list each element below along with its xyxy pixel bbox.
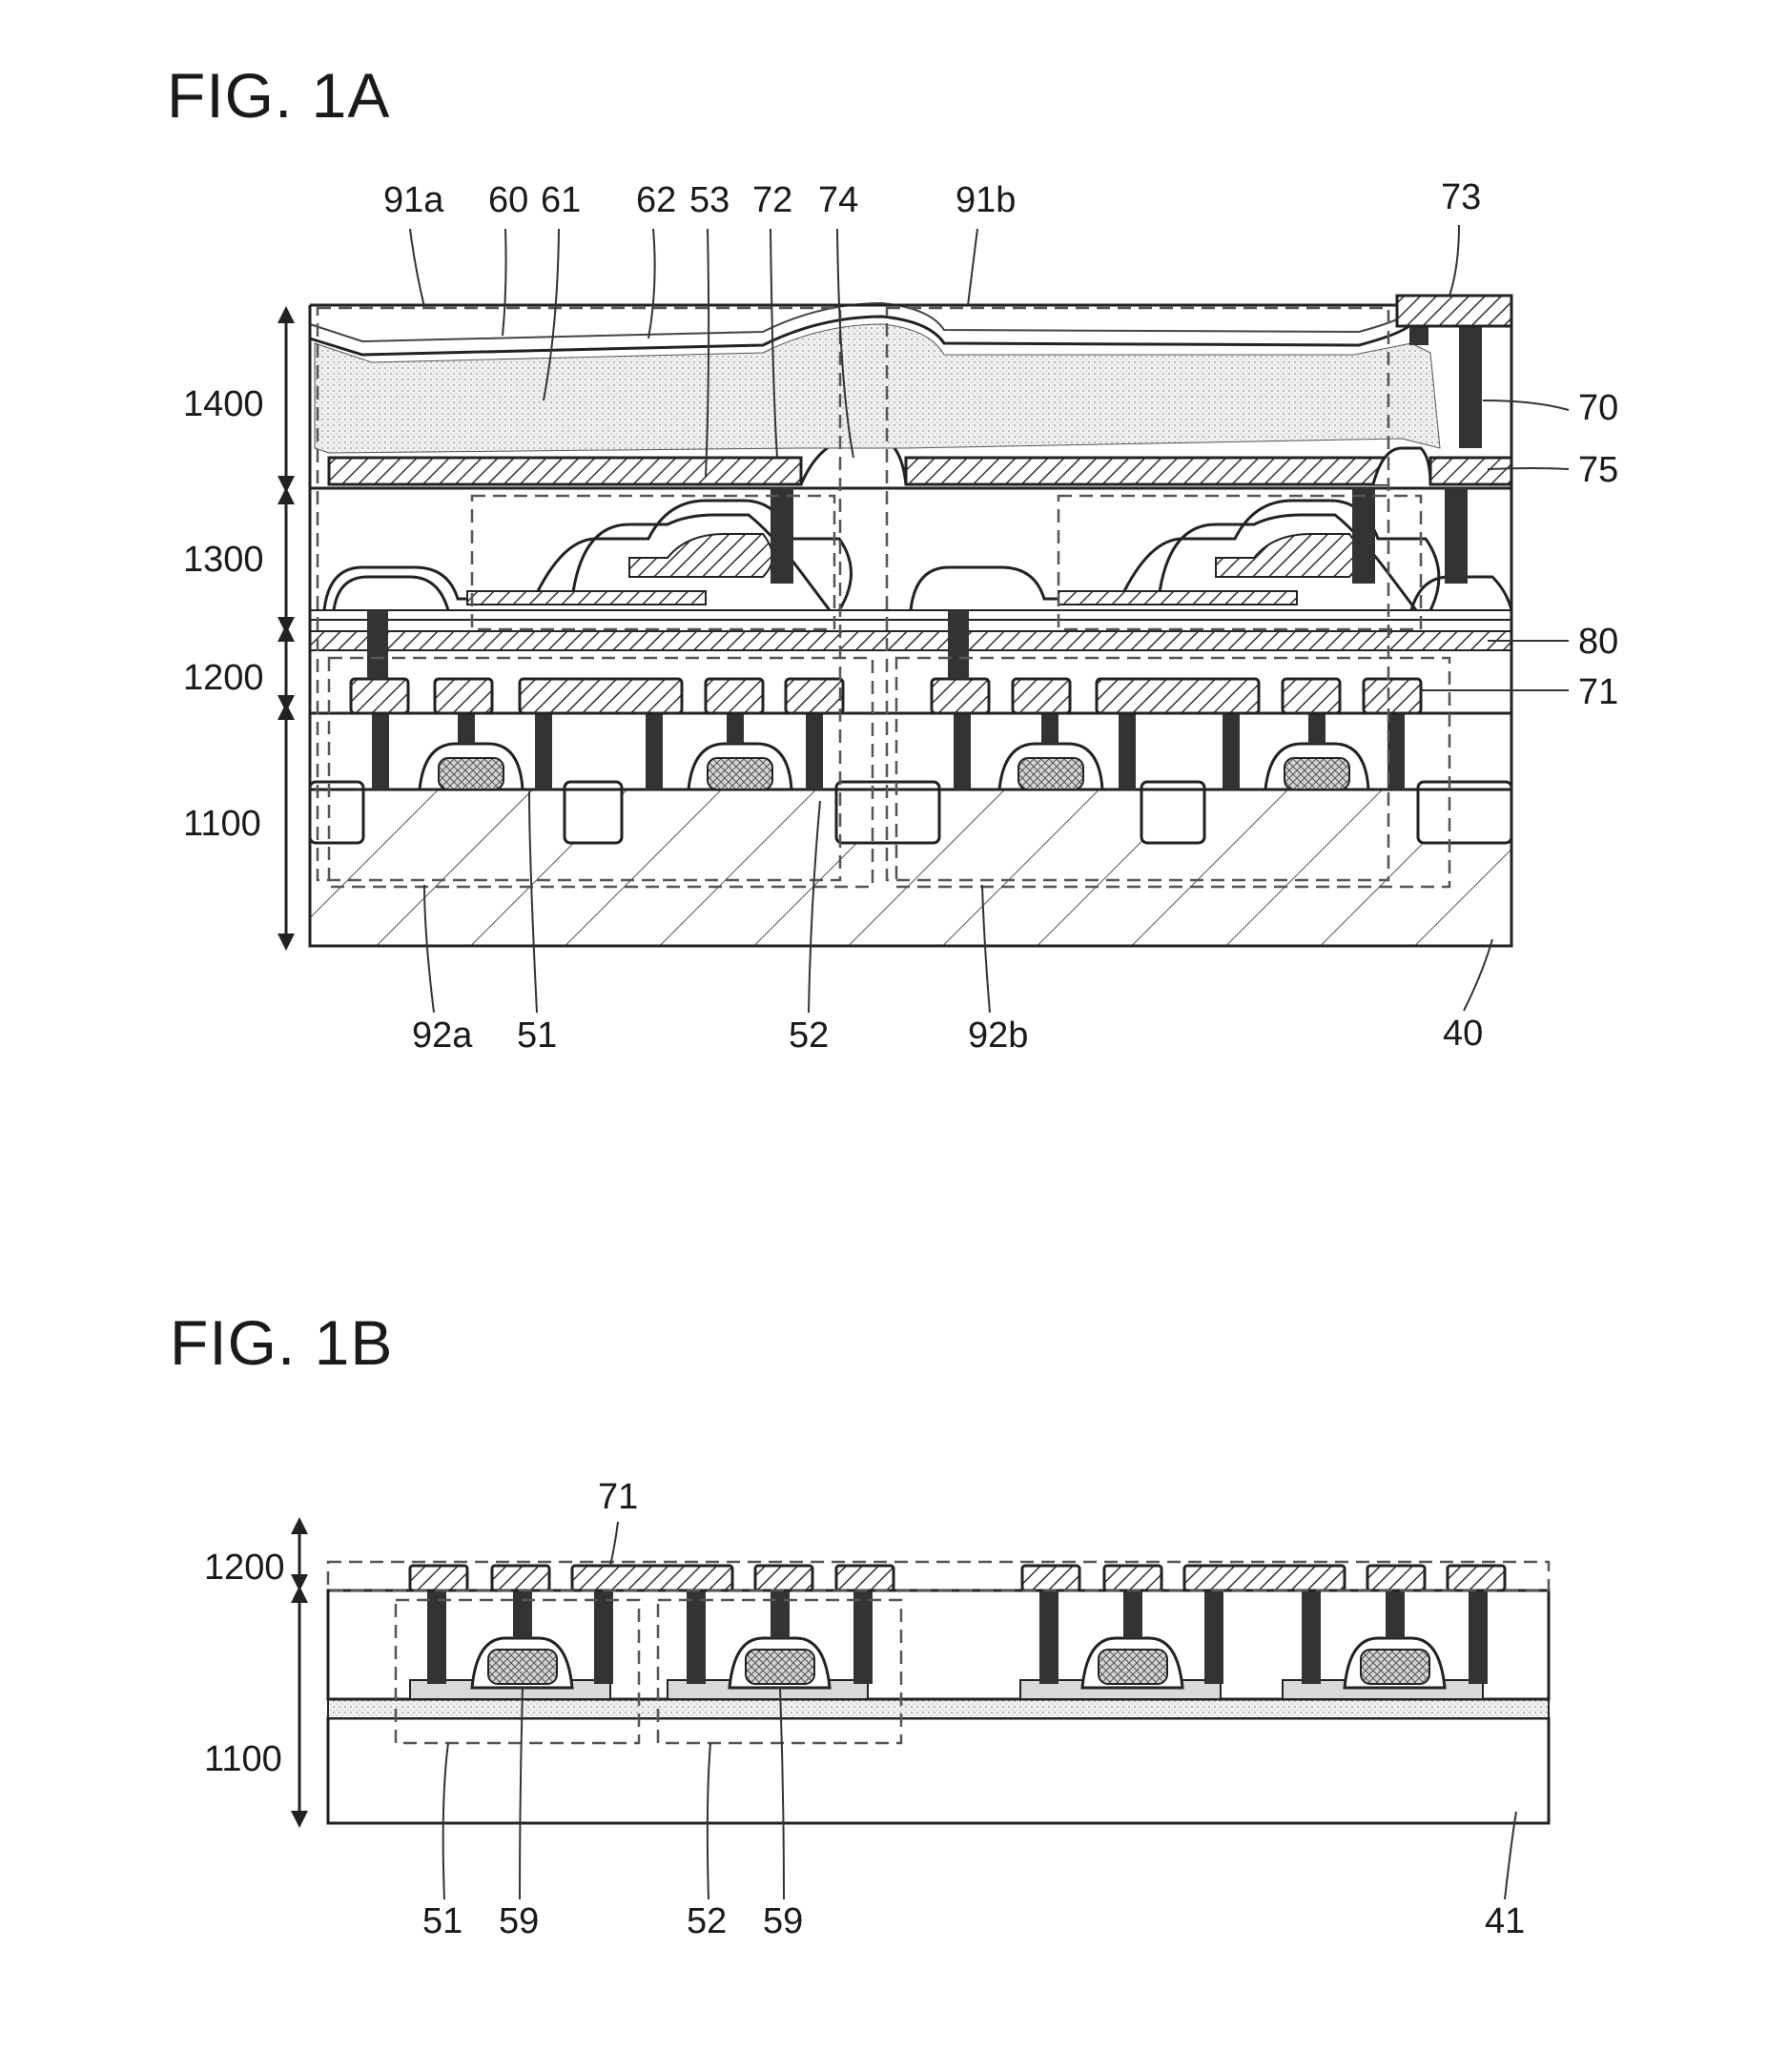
plug-70 (1459, 307, 1482, 448)
substrate-41 (328, 1718, 1549, 1823)
fig-1a-drawing (286, 225, 1569, 1013)
wiring-71-b (410, 1566, 1505, 1590)
pad-73 (1397, 296, 1511, 326)
electrode-75 (329, 458, 1511, 484)
fig-1b-drawing (299, 1522, 1549, 1899)
insulator-80 (310, 631, 1511, 650)
